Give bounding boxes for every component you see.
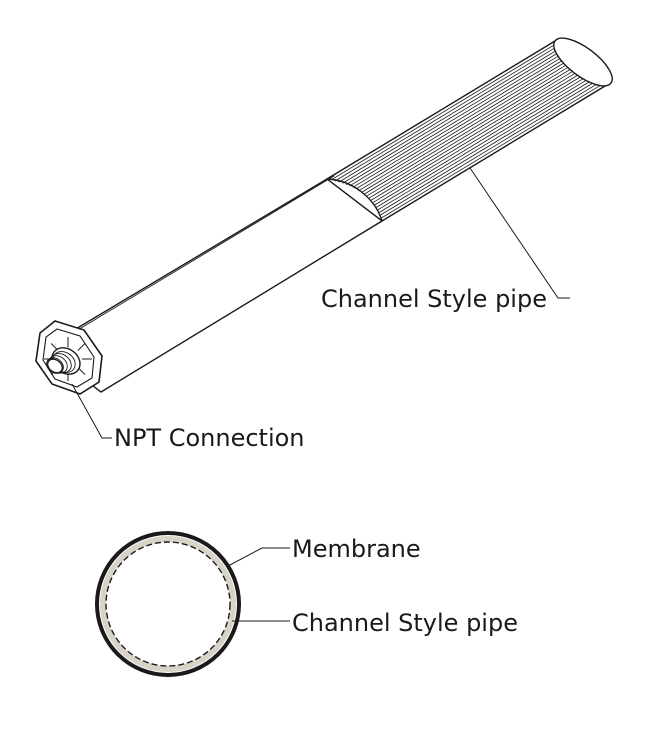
channel-groove-line bbox=[355, 55, 576, 190]
channel-groove-line bbox=[358, 57, 578, 191]
npt-thread-core bbox=[46, 358, 64, 374]
isometric-pipe bbox=[35, 37, 613, 395]
label-channel-pipe-bottom: Channel Style pipe bbox=[292, 609, 518, 637]
channel-groove-line bbox=[342, 48, 566, 184]
tube-highlight-line bbox=[55, 175, 335, 344]
channel-groove-line bbox=[377, 75, 601, 211]
channel-groove-line bbox=[370, 67, 591, 201]
channel-groove-line bbox=[366, 63, 586, 197]
cross-section bbox=[95, 531, 241, 677]
channel-groove-line bbox=[361, 59, 581, 193]
channel-groove-line bbox=[338, 46, 563, 183]
npt-connection-end bbox=[35, 320, 103, 395]
label-npt-connection: NPT Connection bbox=[114, 424, 305, 452]
channel-groove-line bbox=[330, 42, 558, 181]
channel-groove-line bbox=[374, 71, 596, 206]
leader-membrane bbox=[227, 547, 290, 567]
channel-end-cap bbox=[553, 37, 613, 87]
leader-npt-connection bbox=[71, 383, 112, 439]
channel-groove-line bbox=[352, 54, 573, 188]
label-membrane: Membrane bbox=[292, 535, 421, 563]
channel-groove-line bbox=[375, 73, 598, 208]
channel-groove-line bbox=[345, 50, 568, 185]
tube-body bbox=[42, 178, 384, 393]
tube-section bbox=[42, 175, 384, 393]
channel-groove-line bbox=[349, 52, 571, 187]
cross-section-channel-wall bbox=[105, 541, 231, 667]
channel-groove-line bbox=[379, 78, 606, 216]
channel-groove-line bbox=[372, 69, 593, 203]
end-cap-spoke bbox=[77, 343, 86, 351]
channel-groove-line bbox=[334, 44, 561, 182]
channel-groove-line bbox=[378, 76, 603, 214]
npt-thread-ring bbox=[46, 357, 64, 374]
channel-groove-line bbox=[380, 80, 608, 219]
leader-channel-top bbox=[469, 167, 570, 299]
channel-groove-line bbox=[368, 65, 588, 199]
channel-grooves bbox=[330, 42, 608, 219]
tube-transition-curve bbox=[326, 178, 383, 222]
channel-section bbox=[325, 37, 613, 222]
cross-section-membrane bbox=[100, 536, 236, 672]
label-channel-pipe-top: Channel Style pipe bbox=[321, 285, 547, 313]
channel-groove-line bbox=[364, 61, 583, 195]
